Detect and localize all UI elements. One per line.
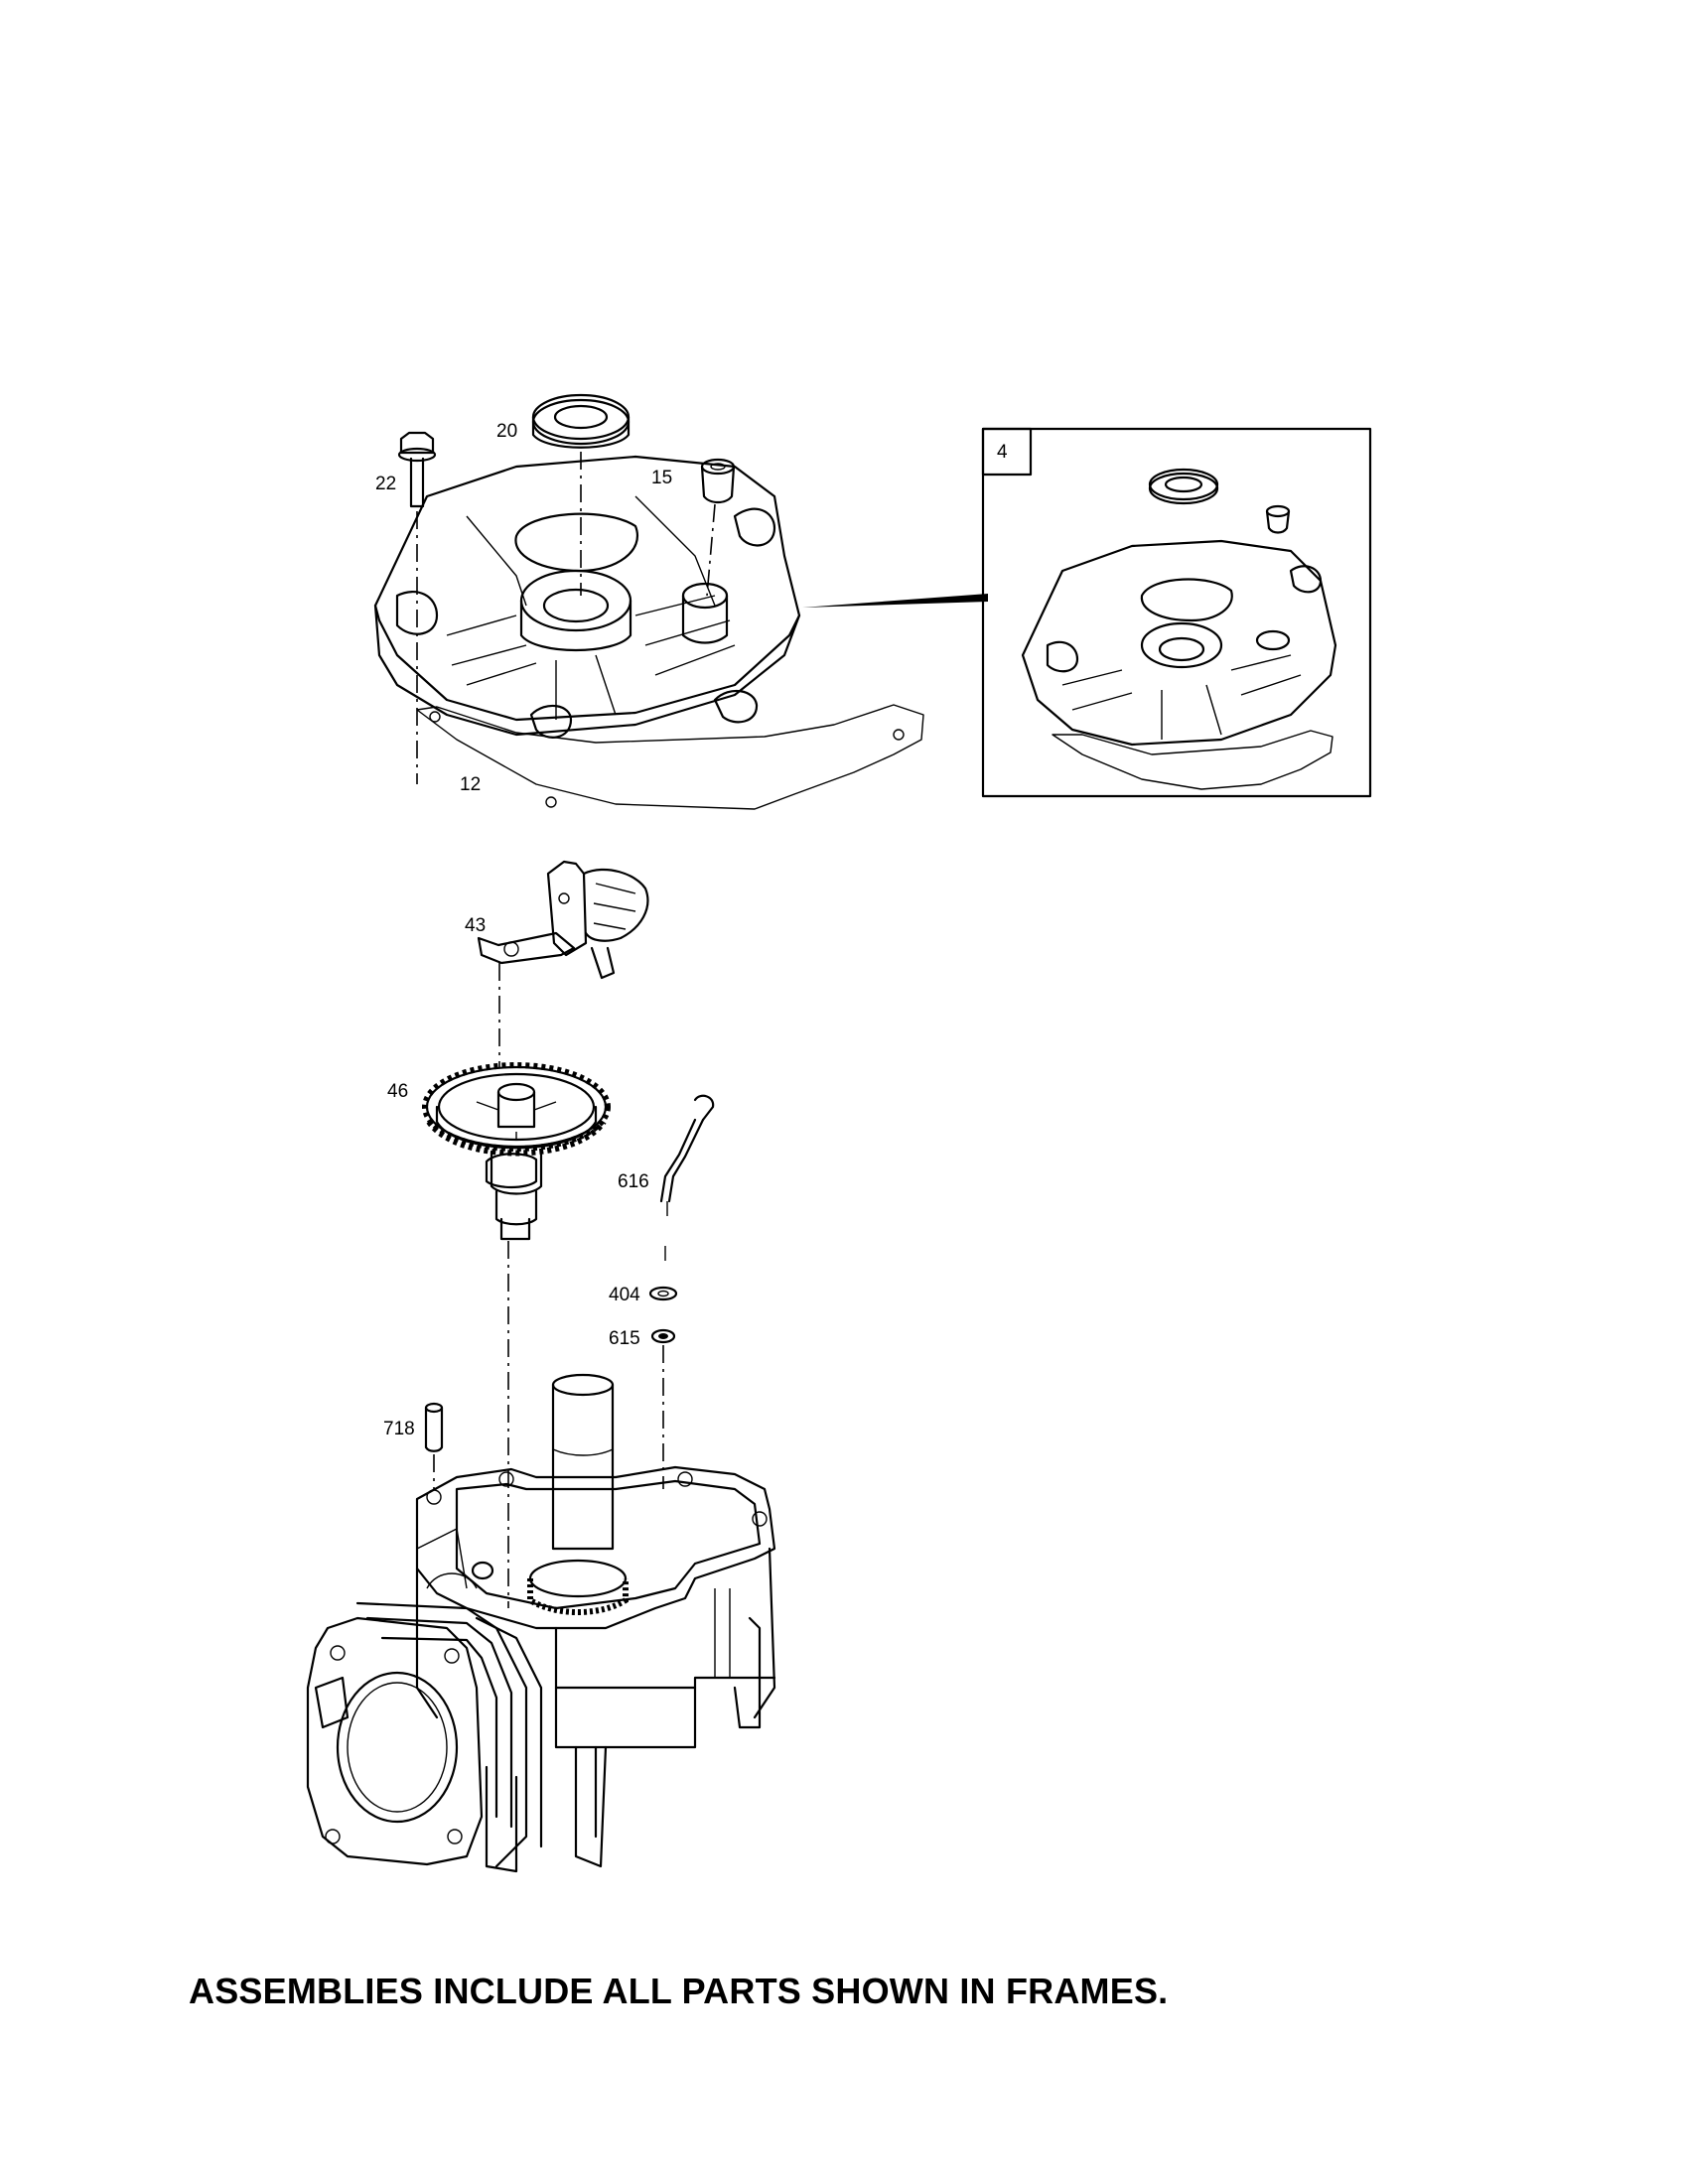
callout-15: 15 [651,468,672,488]
assembly-frame [981,427,1372,798]
callout-46: 46 [387,1081,408,1102]
bolt [397,431,437,508]
nut [650,1328,676,1344]
crankcase-cover [373,455,924,810]
dipstick [659,1094,715,1261]
governor-assembly [477,860,649,980]
callout-20: 20 [496,421,517,442]
framed-cover-assembly [1021,468,1337,790]
callout-404: 404 [609,1285,640,1305]
callout-616: 616 [618,1171,649,1192]
callout-22: 22 [375,474,396,494]
plug [700,458,736,504]
dowel-pin [424,1402,444,1452]
camshaft-gear [422,1062,611,1241]
callout-4: 4 [997,442,1008,463]
callout-43: 43 [465,915,486,936]
oil-seal [531,393,631,449]
washer [648,1286,678,1301]
callout-615: 615 [609,1328,640,1349]
crankcase-cylinder [306,1373,776,1873]
callout-12: 12 [460,774,481,795]
assembly-note: ASSEMBLIES INCLUDE ALL PARTS SHOWN IN FR… [189,1971,1169,2011]
callout-718: 718 [383,1419,415,1439]
